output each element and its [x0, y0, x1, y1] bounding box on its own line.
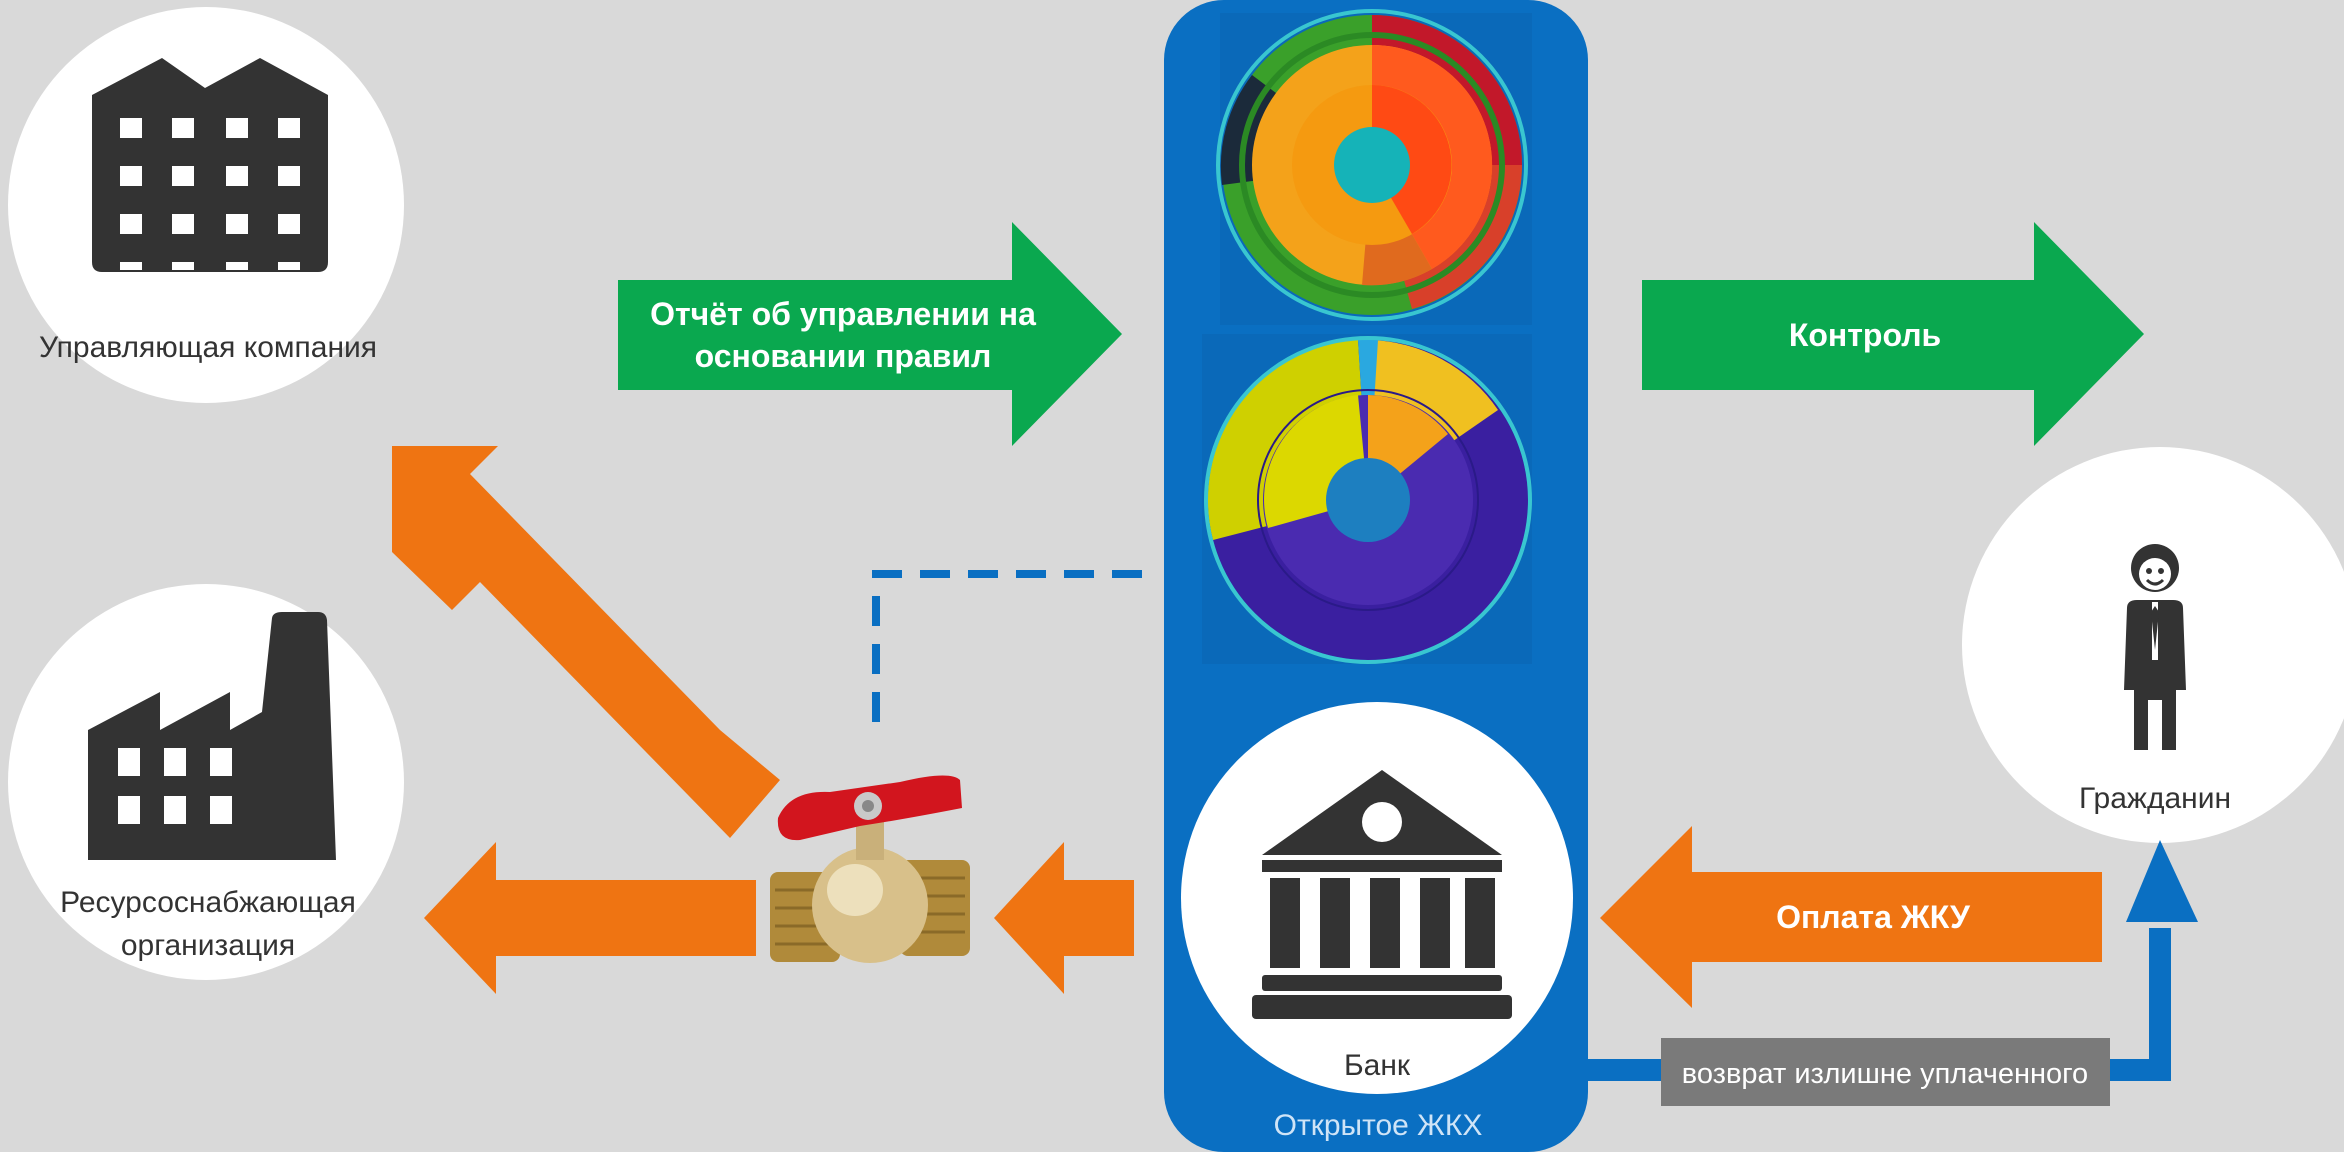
control-arrow-label: Контроль [1789, 317, 1941, 353]
resource-org-label-line1: Ресурсоснабжающая [60, 886, 356, 919]
control-dashed-line [872, 570, 1142, 736]
report-arrow-label-line2: основании правил [695, 338, 992, 374]
bank-to-valve-arrow [994, 842, 1134, 994]
ball-valve-icon [770, 775, 970, 963]
payment-arrow [1600, 826, 2102, 1008]
bank-label: Банк [1344, 1049, 1411, 1082]
valve-to-resource-arrow [424, 842, 756, 994]
refund-label: возврат излишне уплаченного [1682, 1058, 2088, 1090]
sunburst-chart-bottom [1202, 334, 1532, 664]
valve-to-management-arrow [392, 446, 780, 838]
report-arrow [618, 222, 1122, 446]
refund-label-box [1661, 1038, 2110, 1106]
report-arrow-label-line1: Отчёт об управлении на [650, 296, 1036, 332]
control-arrow [1642, 222, 2144, 446]
factory-icon [88, 612, 336, 860]
apartment-building-icon [92, 58, 328, 272]
bank-building-icon [1252, 770, 1512, 1019]
payment-arrow-label: Оплата ЖКУ [1776, 899, 1971, 935]
citizen-label: Гражданин [2079, 782, 2231, 815]
open-zhkh-label: Открытое ЖКХ [1274, 1109, 1483, 1142]
sunburst-chart-top [1216, 9, 1532, 325]
resource-org-label-line2: организация [121, 929, 295, 962]
person-icon [2124, 544, 2186, 750]
management-company-label: Управляющая компания [39, 331, 377, 364]
refund-arrowhead [2126, 840, 2198, 922]
